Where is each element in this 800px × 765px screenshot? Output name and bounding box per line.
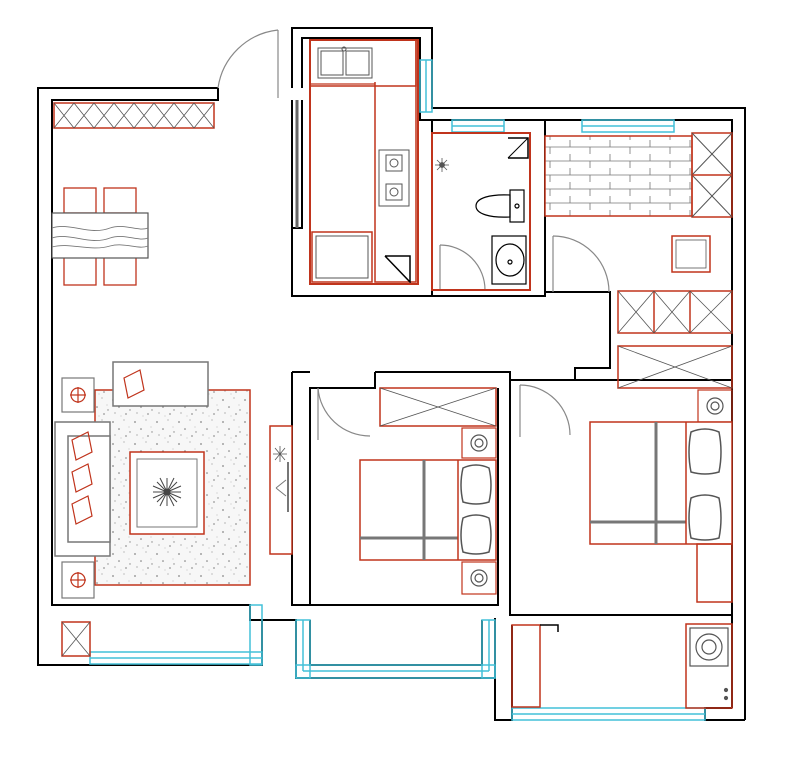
sink-icon xyxy=(317,46,373,79)
master-left-wall xyxy=(509,380,732,616)
living-right-wall xyxy=(291,372,376,606)
lamp-icon xyxy=(697,389,733,423)
wardrobe-icon xyxy=(379,387,497,427)
kitchen-corner xyxy=(384,255,411,284)
laundry-wall xyxy=(494,618,513,721)
bedroom-partition-mid xyxy=(310,388,499,606)
washbasin-icon xyxy=(491,235,527,285)
outer-wall xyxy=(37,87,218,666)
lamp-icon xyxy=(61,377,95,599)
windows xyxy=(89,59,706,721)
desk xyxy=(544,135,693,217)
sofa-icon xyxy=(54,361,209,557)
kitchen-counter-l xyxy=(374,40,417,283)
window-balcony-side xyxy=(249,604,263,666)
study-bottom-wall xyxy=(545,291,732,381)
bedroom-secondary xyxy=(359,387,497,595)
pillow-icon xyxy=(71,369,145,525)
bath-inner-wall xyxy=(440,133,531,291)
toilet-icon xyxy=(475,189,525,223)
balcony-laundry xyxy=(511,623,733,709)
wardrobe-icon xyxy=(61,621,91,657)
pillow-icon xyxy=(688,428,722,541)
wardrobe-icon xyxy=(691,132,733,218)
kitchen-outer-wall xyxy=(291,27,746,720)
kitchen-counter xyxy=(309,39,417,87)
shower-icon xyxy=(435,158,449,172)
door-swing-icon xyxy=(439,244,486,291)
bathroom xyxy=(431,132,531,291)
kitchen-left-inner xyxy=(292,100,303,229)
study xyxy=(544,132,733,334)
dining-table-icon xyxy=(51,187,149,286)
kitchen-left-wall xyxy=(291,100,433,297)
chair-icon xyxy=(671,235,711,273)
door-swing-icon xyxy=(519,384,571,437)
plant-icon xyxy=(273,446,287,462)
door-swing-icon xyxy=(552,235,610,293)
wardrobe-icon xyxy=(53,102,215,129)
bottom-right-wall xyxy=(704,707,745,721)
kitchen xyxy=(309,39,419,285)
dresser xyxy=(696,543,733,603)
fridge xyxy=(311,231,373,283)
lamp-icon xyxy=(461,427,497,595)
bed-icon xyxy=(359,459,497,561)
pillow-icon xyxy=(460,464,492,555)
bedroom-master xyxy=(589,345,733,603)
wardrobe-icon xyxy=(617,345,733,389)
door-swing-icon xyxy=(317,387,371,440)
bedroom-partition-top xyxy=(375,371,575,381)
tv-cabinet-icon xyxy=(269,425,293,555)
washing-machine-icon xyxy=(685,623,733,709)
bed-icon xyxy=(589,421,733,545)
balcony-south-wall xyxy=(90,604,496,679)
wardrobe-icon xyxy=(617,290,733,334)
plant-icon xyxy=(152,477,182,507)
laundry-cabinet xyxy=(511,624,541,708)
bedroom-bottom-wall xyxy=(309,620,483,666)
coffee-table xyxy=(129,451,205,535)
bathroom-outline xyxy=(431,132,531,291)
doors xyxy=(217,29,610,440)
door-swing-icon xyxy=(217,29,279,98)
outer-wall-top-left xyxy=(51,88,219,606)
bath-corner xyxy=(508,137,529,159)
stove-icon xyxy=(378,149,410,207)
living-dining xyxy=(51,102,293,657)
